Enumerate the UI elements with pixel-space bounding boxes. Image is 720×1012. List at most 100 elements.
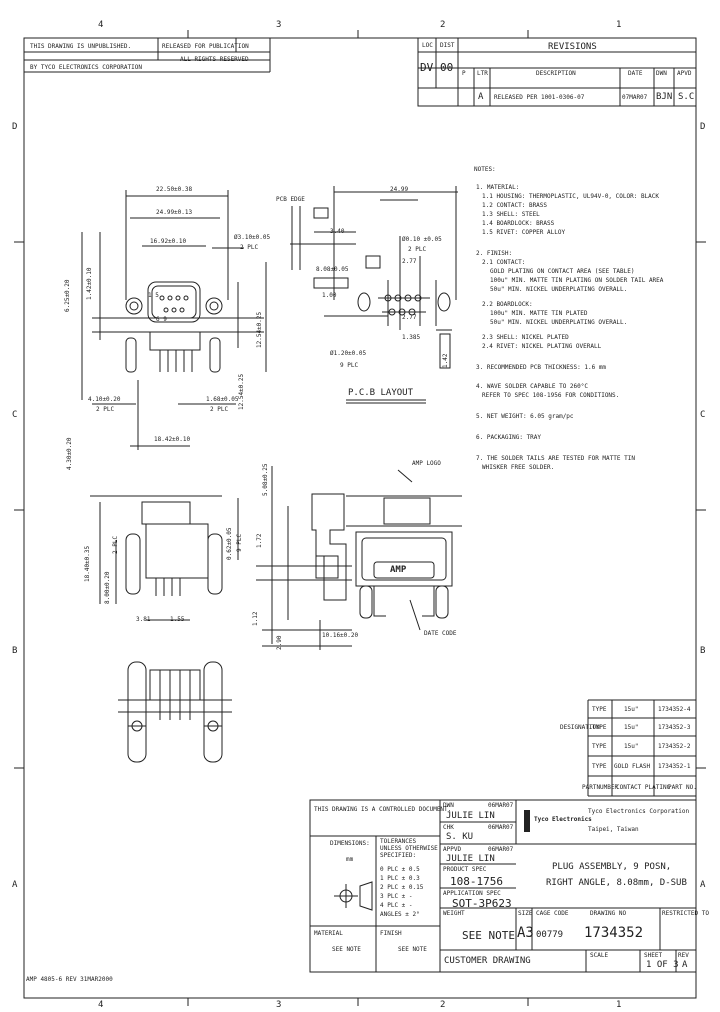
dim-label: 3.81: [136, 616, 151, 623]
rev-col-ltr: LTR: [477, 70, 488, 77]
note-line: 1.5 RIVET: COPPER ALLOY: [482, 229, 566, 236]
app-spec-label: APPLICATION SPEC: [443, 890, 501, 897]
note-line: 2.1 CONTACT:: [482, 259, 526, 266]
dim-label: 8.00±0.20: [104, 571, 111, 604]
rev-value: A: [682, 960, 688, 970]
dim-label: 16.92±0.10: [150, 238, 187, 245]
dim-label: 1.385: [402, 334, 421, 341]
rev-row-ltr: A: [478, 92, 484, 102]
note-line: 1.3 SHELL: STEEL: [482, 211, 540, 218]
material-value: SEE NOTE: [332, 946, 361, 953]
dim-label: 2 PLC: [210, 406, 229, 413]
dim-label: 18.42±0.10: [154, 436, 191, 443]
dim-label: 12.54±0.25: [256, 311, 263, 348]
zone-top-2: 2: [440, 20, 446, 30]
note-line: 2.4 RIVET: NICKEL PLATING OVERALL: [482, 343, 602, 350]
zone-right-c: C: [700, 410, 706, 420]
table-plating: 15u": [624, 743, 639, 750]
dim-label: 9 PLC: [340, 362, 359, 369]
restricted-label: RESTRICTED TO: [662, 910, 709, 917]
note-line: 2. FINISH:: [476, 250, 513, 257]
material-label: MATERIAL: [314, 930, 343, 937]
drawing-no-value: 1734352: [584, 925, 644, 941]
dim-label: Ø0.10 ±0.05: [402, 236, 442, 243]
note-line: 50u" MIN. NICKEL UNDERPLATING OVERALL.: [490, 286, 628, 293]
rev-col-desc: DESCRIPTION: [536, 70, 576, 77]
zone-right-a: A: [700, 880, 706, 890]
table-plating: 15u": [624, 706, 639, 713]
product-title-2: RIGHT ANGLE, 8.08mm, D-SUB: [546, 878, 687, 888]
prod-spec-label: PRODUCT SPEC: [443, 866, 487, 873]
note-line: 2.3 SHELL: NICKEL PLATED: [482, 334, 569, 341]
product-title-1: PLUG ASSEMBLY, 9 POSN,: [552, 862, 672, 872]
dim-label: 1.55: [170, 616, 185, 623]
rev-col-date: DATE: [628, 70, 643, 77]
finish-label: FINISH: [380, 930, 402, 937]
dim-label: 1.42±0.10: [86, 267, 93, 300]
dim-label: 8.08±0.05: [316, 266, 349, 273]
customer-drawing-label: CUSTOMER DRAWING: [444, 956, 531, 966]
note-line: 1.2 CONTACT: BRASS: [482, 202, 548, 209]
dim-label: 2 PLC: [96, 406, 115, 413]
dwn-name: JULIE LIN: [446, 811, 495, 821]
rev-col-dwn: DWN: [656, 70, 667, 77]
table-type: TYPE: [592, 743, 607, 750]
notice-copyright: BY TYCO ELECTRONICS CORPORATION: [30, 64, 142, 71]
weight-value: SEE NOTE: [462, 929, 515, 942]
notice-rights: ALL RIGHTS RESERVED: [180, 56, 249, 63]
appvd-name: JULIE LIN: [446, 854, 495, 864]
dim-label: 2 PLC: [240, 244, 259, 251]
dim-label: 9 PLC: [236, 533, 243, 552]
dim-label: 1.72: [256, 533, 263, 548]
dim-label: 2 PLC: [408, 246, 427, 253]
dim-label: 10.16±0.20: [322, 632, 359, 639]
table-type: TYPE: [592, 763, 607, 770]
rev-row-date: 07MAR07: [622, 94, 648, 101]
table-plating: GOLD FLASH: [614, 763, 651, 770]
dim-label: 1.12: [252, 611, 259, 626]
tol-row: 0 PLC ± 0.5: [380, 866, 420, 873]
loc-label: LOC: [422, 42, 433, 49]
appvd-label: APPVD: [443, 846, 462, 853]
table-type: TYPE: [592, 706, 607, 713]
form-number: AMP 4805-6 REV 31MAR2000: [26, 976, 113, 983]
zone-top-1: 1: [616, 20, 622, 30]
zone-top-4: 4: [98, 20, 104, 30]
table-pn: 1734352-3: [658, 724, 691, 731]
pin-numbers-row2: 6 9: [156, 316, 167, 323]
dim-label: 24.99: [390, 186, 409, 193]
zone-bottom-3: 3: [276, 1000, 282, 1010]
dim-label: 0.62±0.05: [226, 527, 233, 560]
sheet-value: 1 OF 3: [646, 960, 679, 970]
tolerances-label: TOLERANCES UNLESS OTHERWISE SPECIFIED:: [380, 838, 438, 859]
drawing-no-label: DRAWING NO: [590, 910, 627, 917]
rev-col-apvd: APVD: [677, 70, 692, 77]
note-line: 1. MATERIAL:: [476, 184, 520, 191]
zone-left-b: B: [12, 646, 18, 656]
rev-col-p: P: [462, 70, 466, 77]
table-pn: 1734352-4: [658, 706, 691, 713]
dist-label: DIST: [440, 42, 455, 49]
revisions-title: REVISIONS: [548, 42, 597, 52]
date-code-label: DATE CODE: [424, 630, 457, 637]
notice-unpublished: THIS DRAWING IS UNPUBLISHED.: [30, 43, 132, 50]
zone-bottom-2: 2: [440, 1000, 446, 1010]
amp-mark: AMP: [390, 565, 407, 575]
table-plating: 15u": [624, 724, 639, 731]
note-line: 2.2 BOARDLOCK:: [482, 301, 533, 308]
dim-label: Ø1.20±0.05: [330, 350, 367, 357]
dist-value: 00: [440, 61, 454, 74]
dim-label: 4.30±0.20: [66, 437, 73, 470]
dim-label: 24.99±0.13: [156, 209, 193, 216]
company-location: Taipei, Taiwan: [588, 826, 639, 833]
zone-right-d: D: [700, 122, 706, 132]
table-side-label: DESIGNATION: [560, 724, 600, 731]
dim-label: 2.90: [276, 635, 283, 650]
notes-list: 1. MATERIAL: 1.1 HOUSING: THERMOPLASTIC,…: [476, 184, 686, 473]
tol-row: 4 PLC ± -: [380, 902, 413, 909]
scale-label: SCALE: [590, 952, 609, 959]
zone-left-d: D: [12, 122, 18, 132]
app-spec-value: SOT-3P623: [452, 897, 512, 910]
dwn-date: 06MAR07: [488, 802, 514, 809]
